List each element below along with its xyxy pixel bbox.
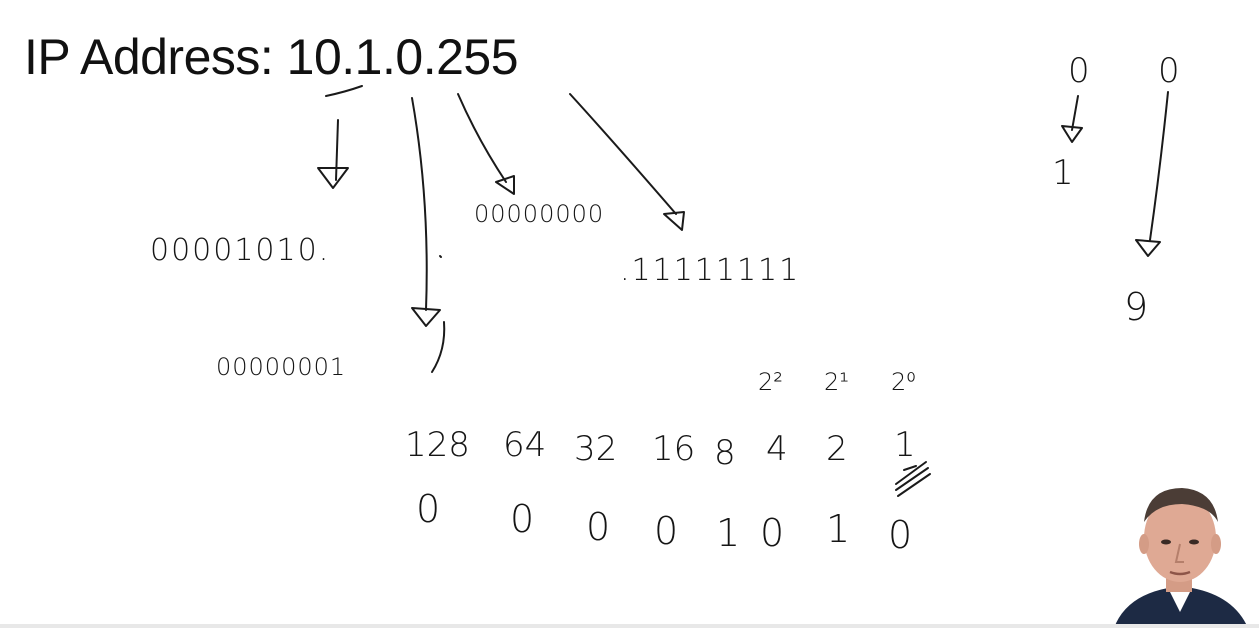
place-weight: 4	[766, 429, 788, 469]
arrow-head	[495, 175, 515, 195]
exponent-label: 2¹	[824, 368, 849, 396]
octet-1-binary: 00001010.	[150, 233, 331, 268]
arrow-head	[1135, 239, 1161, 257]
bit-value: 0	[760, 511, 785, 555]
place-weight: 128	[405, 425, 470, 465]
bit-value: 0	[888, 513, 913, 557]
bottom-divider	[0, 624, 1259, 628]
tick-stroke	[431, 321, 446, 373]
underline-stroke	[325, 85, 363, 97]
place-weight: 32	[574, 429, 618, 469]
bit-value: 1	[716, 511, 741, 555]
emphasis-stroke	[895, 461, 927, 485]
side-input: 0	[1068, 51, 1090, 91]
arrow-side-1	[1071, 95, 1079, 131]
side-output: 9	[1124, 285, 1149, 329]
webcam-presenter-icon	[1096, 478, 1259, 628]
arrow-octet-1	[335, 119, 339, 181]
octet-2-binary: 00000001	[216, 353, 347, 381]
arrow-head	[411, 307, 441, 327]
side-input: 0	[1158, 51, 1180, 91]
bit-value: 1	[826, 507, 851, 551]
place-weight: 2	[826, 429, 848, 469]
dot-mark	[439, 255, 442, 258]
bit-value: 0	[586, 505, 611, 549]
place-weight: 64	[503, 425, 547, 465]
page-title: IP Address: 10.1.0.255	[24, 29, 519, 85]
bit-value: 0	[416, 487, 441, 531]
octet-3-binary: 00000000	[474, 200, 605, 228]
emphasis-stroke	[895, 467, 929, 491]
exponent-label: 2⁰	[891, 368, 916, 396]
place-weight: 8	[714, 433, 736, 473]
bit-value: 0	[654, 509, 679, 553]
bit-value: 0	[510, 497, 535, 541]
place-weight: 16	[652, 429, 696, 469]
side-output: 1	[1052, 153, 1074, 193]
octet-4-binary: .11111111	[620, 253, 801, 288]
arrow-side-2	[1149, 91, 1169, 241]
emphasis-stroke	[897, 473, 931, 497]
emphasis-stroke	[903, 465, 917, 471]
place-weight: 1	[894, 425, 916, 465]
arrow-head	[317, 167, 349, 189]
arrow-octet-2	[411, 97, 428, 311]
arrow-octet-4	[569, 93, 677, 215]
arrow-head	[663, 211, 685, 231]
arrow-head	[1061, 125, 1083, 143]
exponent-label: 2²	[758, 368, 783, 396]
arrow-octet-3	[457, 93, 507, 183]
